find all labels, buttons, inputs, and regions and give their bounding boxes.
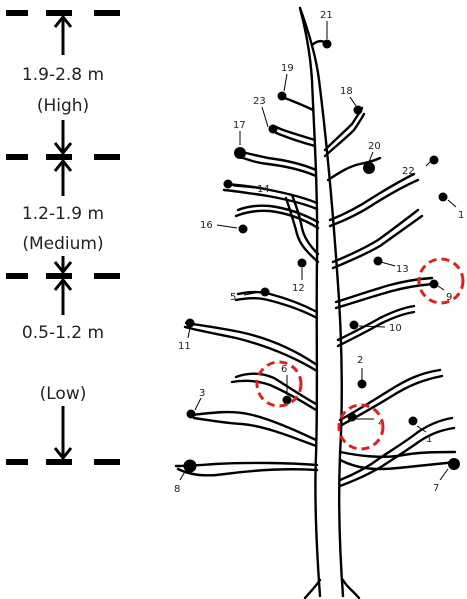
medium-down-arrow: [53, 256, 73, 275]
highlight-fruit-6: [255, 360, 303, 408]
zone-low-range: 0.5-1.2 m: [22, 323, 104, 343]
fruit-label-7: 7: [433, 483, 439, 494]
fruit-dot-13: [373, 256, 383, 266]
fruit-dot-5: [260, 287, 270, 297]
fruit-dot-19: [277, 91, 287, 101]
fruit-label-16: 16: [200, 220, 213, 231]
fruit-label-9: 9: [446, 292, 452, 303]
fruit-label-1-top: 1: [458, 210, 464, 221]
fruit-labels: 1 2 3 4 5 6 7 8 9 10 11 12 13 14 16 17 1…: [174, 10, 464, 495]
fruit-label-23: 23: [253, 96, 266, 107]
fruit-dot-4: [347, 412, 357, 422]
fruit-dot-20: [363, 162, 375, 174]
fruit-dot-21: [322, 39, 332, 49]
fruit-dot-2: [357, 379, 367, 389]
fruit-dot-1-top: [438, 192, 448, 202]
fruit-label-21: 21: [320, 10, 333, 21]
fruit-dots: [183, 39, 460, 473]
fruit-label-13: 13: [396, 264, 409, 275]
fruit-label-3: 3: [199, 388, 205, 399]
fruit-label-17: 17: [233, 120, 246, 131]
fruit-label-1-right: 1: [426, 434, 432, 445]
low-down-arrow: [53, 406, 73, 461]
fruit-dot-6: [282, 395, 292, 405]
fruit-dot-10: [349, 320, 359, 330]
tree-silhouette: [174, 6, 458, 599]
fruit-label-20: 20: [368, 141, 381, 152]
zone-low-name: (Low): [40, 384, 87, 404]
fruit-dot-14: [223, 179, 233, 189]
fruit-label-12: 12: [292, 283, 305, 294]
fruit-label-2: 2: [357, 355, 363, 366]
fruit-dot-7: [448, 458, 460, 470]
zone-medium-range: 1.2-1.9 m: [22, 204, 104, 224]
fruit-label-18: 18: [340, 86, 353, 97]
fruit-label-14: 14: [257, 184, 270, 195]
zone-high-name: (High): [37, 96, 89, 116]
fruit-label-5: 5: [230, 292, 236, 303]
right-branches: [323, 106, 458, 488]
fruit-label-4: 4: [378, 418, 384, 429]
fruit-label-8: 8: [174, 484, 180, 495]
fruit-dot-3: [186, 409, 196, 419]
fruit-dot-8: [183, 459, 197, 473]
highlight-fruit-9: [417, 257, 465, 305]
label-leader-lines: [179, 21, 457, 481]
high-down-arrow: [53, 120, 73, 156]
fruit-dot-17: [234, 147, 246, 159]
fruit-label-10: 10: [389, 323, 402, 334]
fruit-dot-22: [429, 155, 439, 165]
roots: [303, 578, 361, 599]
low-up-arrow: [53, 277, 73, 315]
fruit-dot-11: [185, 318, 195, 328]
height-scale: [6, 10, 120, 465]
fruit-dot-12: [297, 258, 307, 268]
fruit-dot-1-right: [408, 416, 418, 426]
fruit-dot-23: [268, 124, 278, 134]
zone-medium-name: (Medium): [22, 234, 103, 254]
fruit-label-6: 6: [281, 364, 287, 375]
fruit-label-11: 11: [178, 341, 191, 352]
fruit-dot-18: [353, 105, 363, 115]
highlight-fruit-4: [337, 403, 385, 451]
fruit-label-22: 22: [402, 166, 415, 177]
high-up-arrow: [53, 14, 73, 55]
fruit-dot-16: [238, 224, 248, 234]
fruit-label-19: 19: [281, 63, 294, 74]
zone-high-range: 1.9-2.8 m: [22, 65, 104, 85]
fruit-dot-9: [429, 279, 439, 289]
highlight-circles: [255, 257, 465, 451]
medium-up-arrow: [53, 158, 73, 196]
